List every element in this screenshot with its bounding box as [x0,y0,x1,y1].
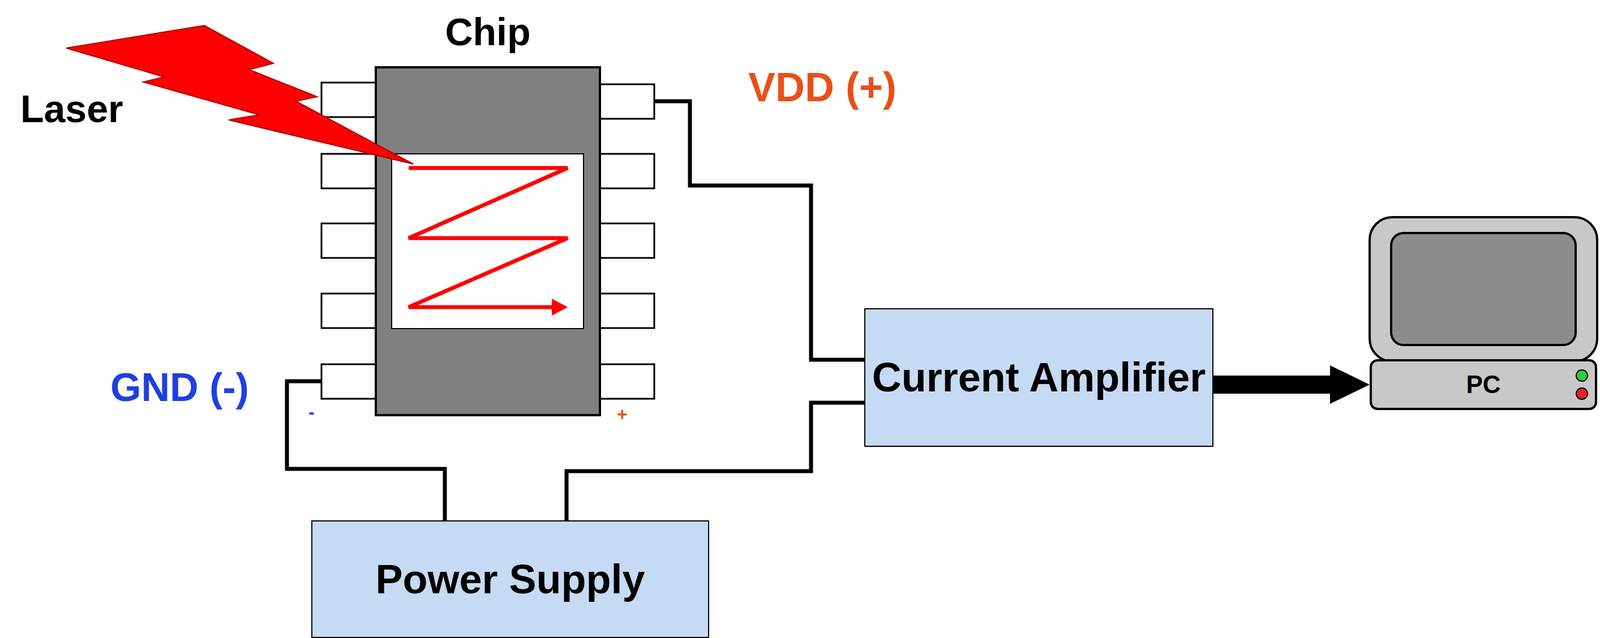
node-label: Power Supply [375,556,645,604]
polarity-mark: - [308,402,315,422]
pc-base: PC [1369,359,1598,411]
wire [654,101,865,360]
status-led [1575,387,1589,401]
supply-pin-name: VDD (+) [748,66,897,108]
wire [566,402,865,521]
node-label: Current Amplifier [872,354,1206,402]
ground-pin-name: GND (-) [110,367,250,408]
chip-package: Chip [374,66,602,417]
laser-label: Laser [20,89,123,128]
status-led [1575,369,1589,383]
pc-monitor [1369,217,1598,362]
node-label: PC [1465,370,1501,400]
polarity-mark: + [616,405,628,424]
current-amplifier-box: Current Amplifier [864,308,1214,448]
data-arrow [1213,365,1370,405]
power-supply-box: Power Supply [311,520,710,638]
chip-heading: Chip [376,9,599,54]
